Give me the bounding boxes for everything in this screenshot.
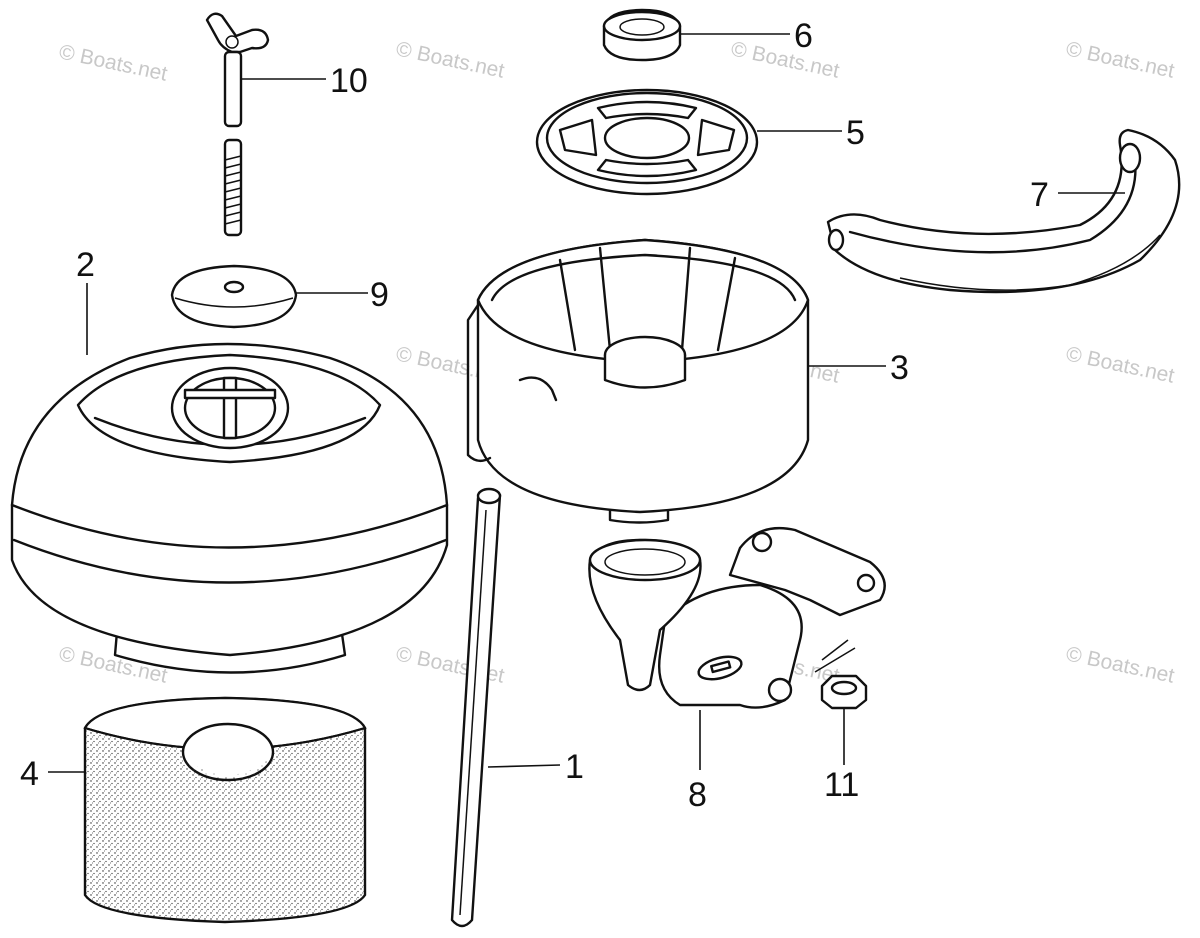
watermark-text: © Boats.net (729, 37, 842, 82)
part-1-tube (450, 487, 502, 928)
callout-10: 10 (330, 62, 368, 100)
callout-2: 2 (76, 246, 95, 284)
part-3-air-cleaner-case (466, 238, 810, 524)
part-5-plate (535, 88, 759, 196)
callout-5: 5 (846, 114, 865, 152)
leader-lines (48, 33, 1125, 773)
watermark-text: © Boats.net (394, 37, 507, 82)
callout-7: 7 (1030, 176, 1049, 214)
callout-8: 8 (688, 776, 707, 814)
callout-3: 3 (890, 349, 909, 387)
callout-9: 9 (370, 276, 389, 314)
part-4-filter-element (83, 696, 367, 924)
callout-1: 1 (565, 748, 584, 786)
part-9-washer (170, 264, 298, 329)
watermark-text: © Boats.net (1064, 342, 1177, 387)
part-6-grommet (602, 8, 682, 62)
watermark-text: © Boats.net (1064, 37, 1177, 82)
callout-4: 4 (20, 755, 39, 793)
part-8-elbow (588, 526, 886, 709)
part-11-nut (814, 639, 868, 710)
part-10-wing-bolt (205, 12, 270, 237)
leader-1 (487, 764, 561, 768)
part-2-air-cleaner-cover (10, 342, 449, 674)
callouts: 10 9 2 4 1 6 5 7 3 8 11 (20, 17, 1049, 814)
callout-11: 11 (824, 766, 859, 804)
callout-6: 6 (794, 17, 813, 55)
part-7-bracket (826, 128, 1181, 294)
watermark-text: © Boats.net (1064, 642, 1177, 687)
watermark-text: © Boats.net (57, 40, 170, 85)
